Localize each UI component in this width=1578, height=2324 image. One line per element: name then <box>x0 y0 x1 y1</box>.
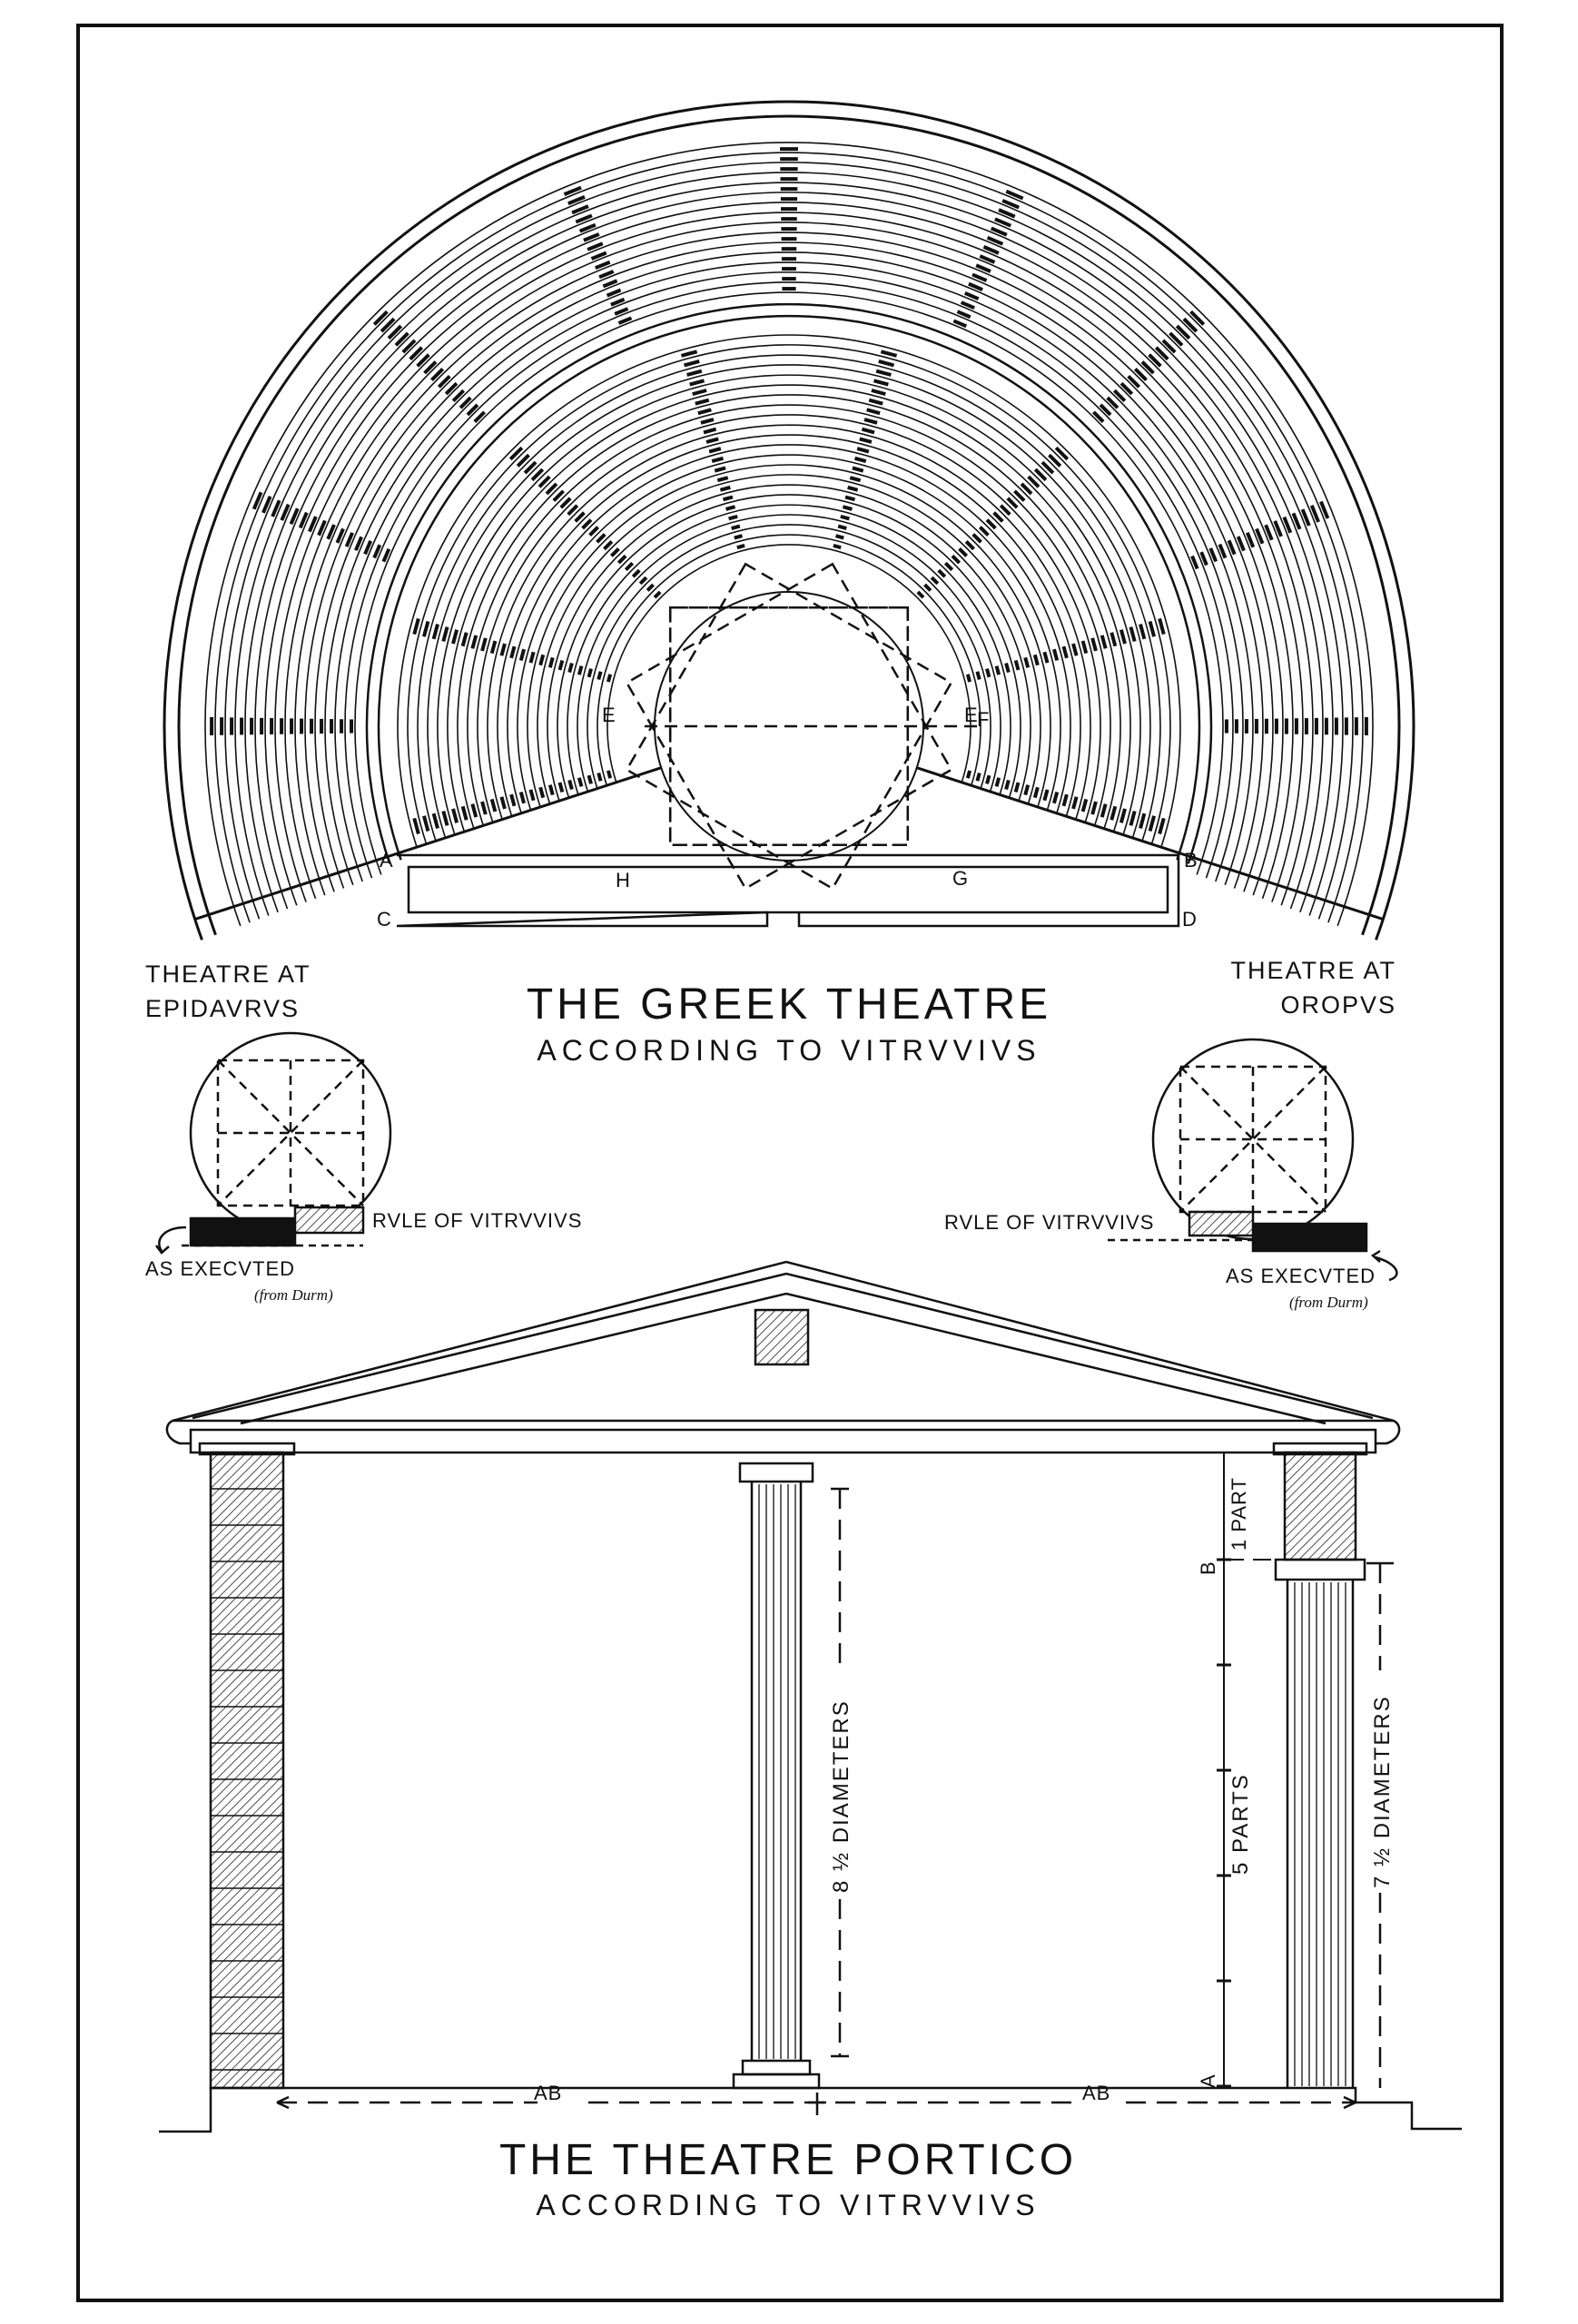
point-f-label: F <box>977 708 989 731</box>
architrave <box>189 1428 1377 1454</box>
plate-border <box>76 24 1504 2302</box>
greek-theatre-subtitle: ACCORDING TO VITRVVIVS <box>537 1034 1040 1067</box>
point-e-right-label: E <box>964 704 978 726</box>
epidaurus-rule-label: RVLE OF VITRVVIVS <box>372 1209 582 1232</box>
epidaurus-executed-label: AS EXECVTED <box>145 1257 295 1280</box>
point-g-label: G <box>952 867 968 890</box>
greek-theatre-plan <box>163 100 1415 970</box>
lower-parts-label: 5 PARTS <box>1228 1773 1253 1875</box>
pediment <box>172 1260 1395 1423</box>
point-c-label: C <box>377 908 391 931</box>
greek-theatre-title: THE GREEK THEATRE <box>527 980 1051 1029</box>
point-d-label: D <box>1182 908 1197 931</box>
oropus-diagram <box>1108 1038 1398 1282</box>
epidaurus-diagram <box>155 1031 392 1255</box>
portico-subtitle: ACCORDING TO VITRVVIVS <box>536 2189 1040 2221</box>
oropus-executed-label: AS EXECVTED <box>1226 1265 1376 1287</box>
stage-building <box>396 853 1180 928</box>
ground-line <box>159 2086 1462 2133</box>
point-b-label: B <box>1184 849 1198 872</box>
point-h-label: H <box>616 869 630 891</box>
oropus-label-line2: OROPVS <box>1280 991 1396 1019</box>
span-left-label: AB <box>534 2082 562 2104</box>
right-pier <box>1283 1451 1357 1561</box>
construction-squares <box>625 562 982 891</box>
point-a-label: A <box>380 849 393 872</box>
ridge-block <box>754 1308 810 1366</box>
left-pier <box>209 1451 285 2090</box>
oropus-source-label: (from Durm) <box>1289 1294 1368 1311</box>
portico-title: THE THEATRE PORTICO <box>499 2136 1077 2184</box>
portico-elevation <box>159 1260 1462 2133</box>
epidaurus-label-line2: EPIDAVRVS <box>145 995 300 1022</box>
oropus-rule-label: RVLE OF VITRVVIVS <box>944 1211 1154 1234</box>
oropus-label-line1: THEATRE AT <box>1230 957 1396 984</box>
point-e-left-label: E <box>602 704 616 726</box>
point-a-portico-label: A <box>1197 2074 1219 2088</box>
point-b-portico-label: B <box>1197 1561 1219 1575</box>
epidaurus-source-label: (from Durm) <box>254 1286 333 1304</box>
epidaurus-label-line1: THEATRE AT <box>145 960 311 988</box>
right-column-height-label: 7 ½ DIAMETERS <box>1370 1695 1395 1888</box>
span-right-label: AB <box>1082 2082 1110 2104</box>
center-column-height-label: 8 ½ DIAMETERS <box>829 1699 853 1893</box>
upper-part-label: 1 PART <box>1228 1477 1250 1551</box>
